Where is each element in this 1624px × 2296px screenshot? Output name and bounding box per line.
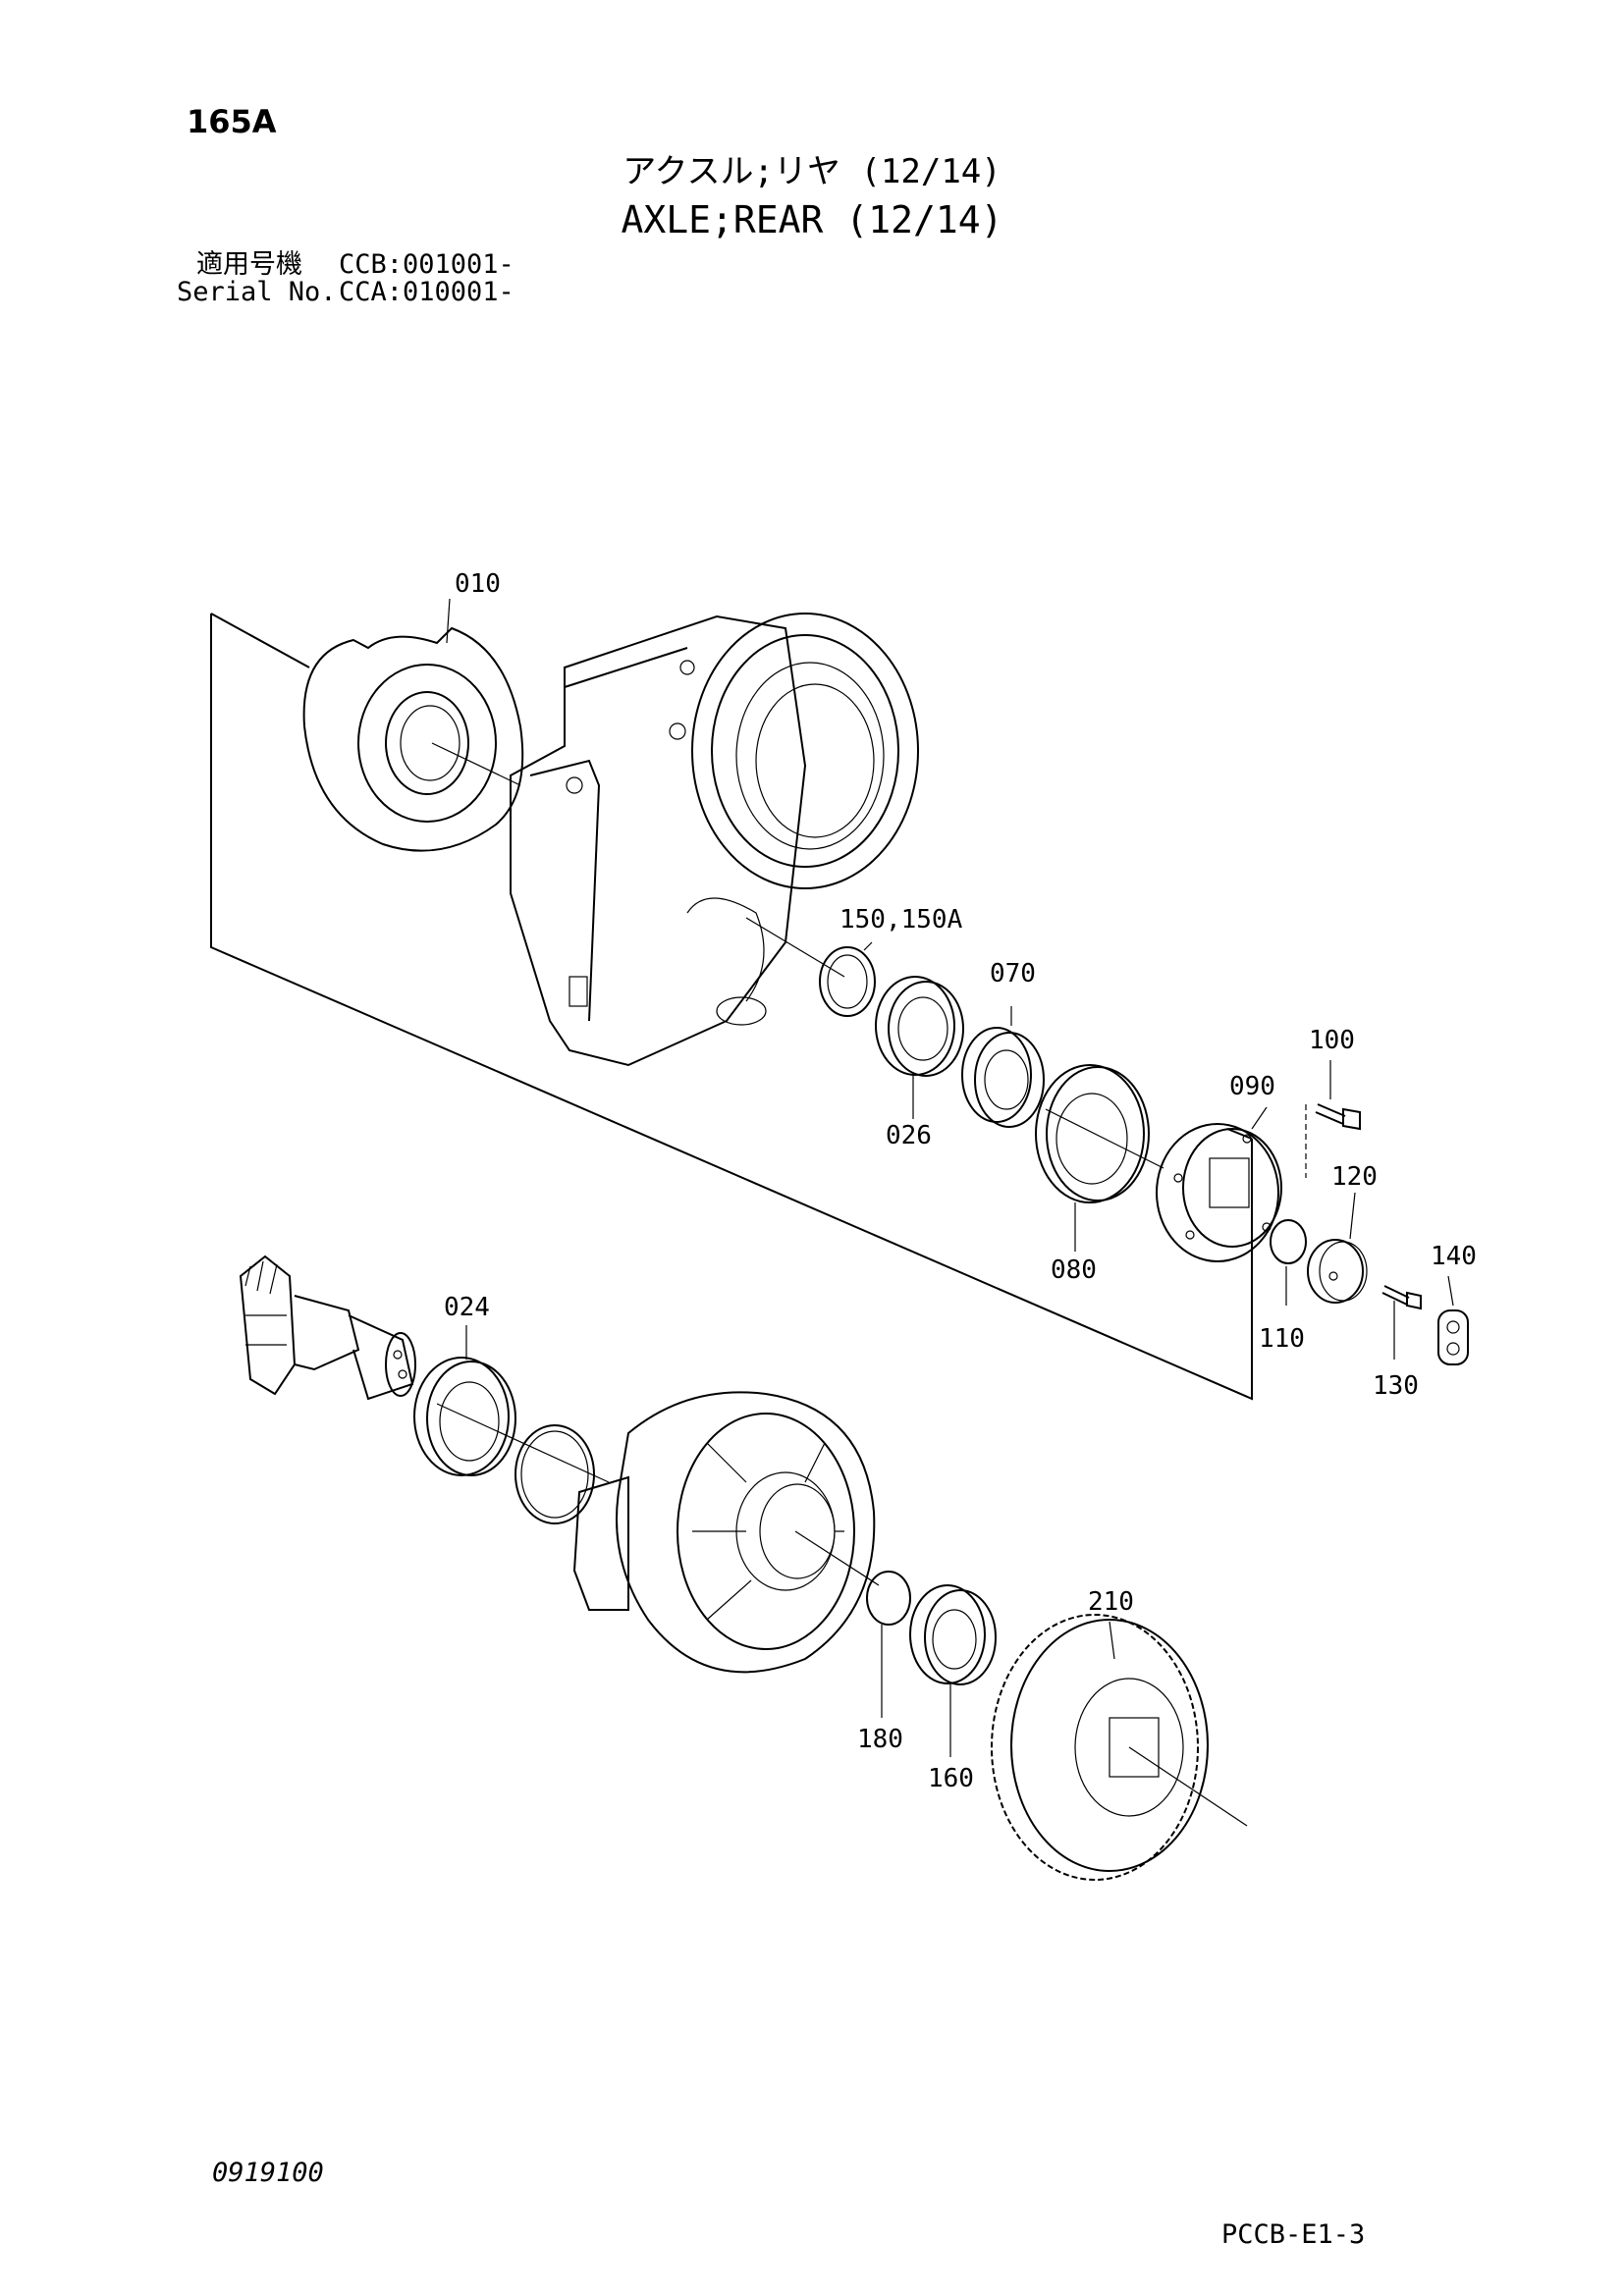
callout-150-150a: 150,150A <box>839 905 963 934</box>
part-housing-lower <box>572 1391 880 1674</box>
drawing-number: 0919100 <box>212 2158 324 2188</box>
part-026-bearing <box>875 976 964 1077</box>
serial-label-japanese: 適用号機 <box>196 249 302 280</box>
callout-120: 120 <box>1331 1162 1378 1192</box>
part-024-bearing <box>413 1357 610 1483</box>
part-140-lockplate <box>1437 1309 1469 1365</box>
callout-010: 010 <box>455 569 501 599</box>
callout-labels: 010 150,150A 070 026 100 090 120 080 110… <box>444 569 1477 1793</box>
part-210-gear <box>991 1614 1248 1881</box>
group-boundary-lines <box>210 613 1253 1401</box>
callout-140: 140 <box>1431 1242 1477 1271</box>
part-180-snapring <box>866 1571 911 1626</box>
leader-lines <box>446 598 1454 1757</box>
part-100-bolt <box>1305 1103 1361 1178</box>
callout-100: 100 <box>1309 1026 1355 1055</box>
part-090-flange <box>1156 1123 1282 1262</box>
serial-label-english: Serial No. <box>177 277 337 307</box>
serial-value-cca: CCA:010001- <box>339 277 514 307</box>
callout-110: 110 <box>1259 1324 1305 1354</box>
callout-180: 180 <box>857 1725 903 1754</box>
title-english: AXLE;REAR (12/14) <box>621 198 1003 241</box>
part-070-bearing <box>961 1027 1045 1128</box>
part-spacer-ring <box>514 1424 595 1524</box>
part-housing-upper <box>510 613 919 1067</box>
page-reference: PCCB-E1-3 <box>1221 2219 1366 2250</box>
page-code: 165A <box>187 103 277 140</box>
callout-160: 160 <box>928 1764 974 1793</box>
callout-070: 070 <box>990 959 1036 988</box>
part-080-seal <box>1035 1064 1164 1203</box>
part-pinion-shaft <box>239 1255 416 1401</box>
title-japanese: アクスル;リヤ (12/14) <box>623 152 1001 191</box>
callout-080: 080 <box>1051 1255 1097 1285</box>
callout-090: 090 <box>1229 1072 1275 1101</box>
callout-210: 210 <box>1088 1587 1134 1617</box>
part-160-bearing <box>909 1584 997 1685</box>
serial-value-ccb: CCB:001001- <box>339 249 514 280</box>
callout-026: 026 <box>886 1121 932 1150</box>
part-120-plate <box>1307 1239 1368 1304</box>
callout-130: 130 <box>1373 1371 1419 1401</box>
part-150-ring <box>819 946 876 1017</box>
part-110-oring <box>1270 1219 1307 1264</box>
part-130-bolt <box>1381 1285 1422 1310</box>
callout-024: 024 <box>444 1293 490 1322</box>
part-010-cover <box>302 626 524 852</box>
